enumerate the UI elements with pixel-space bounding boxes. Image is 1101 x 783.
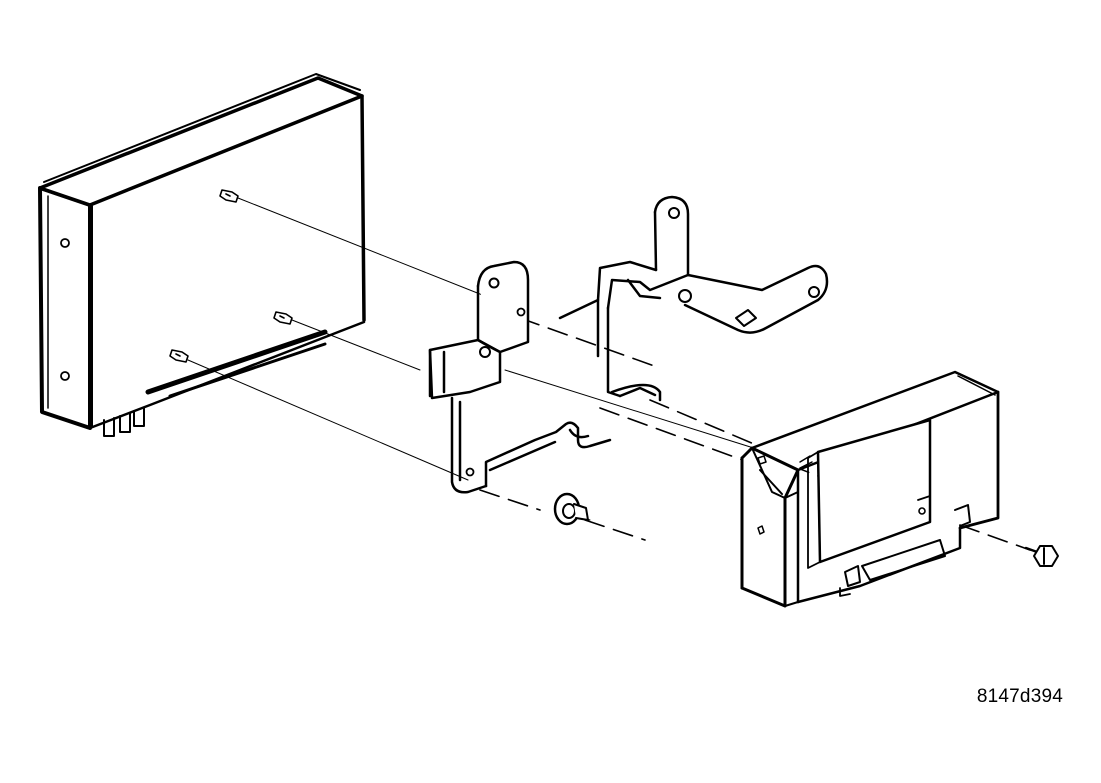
alignment-lines	[187, 197, 761, 521]
rear-bracket	[558, 195, 829, 402]
front-bracket	[428, 260, 612, 494]
figure-code: 8147d394	[976, 686, 1063, 707]
left-module	[38, 73, 366, 437]
right-module	[740, 370, 1000, 608]
mounting-stud-lower	[169, 349, 189, 363]
mounting-stud-middle	[273, 311, 293, 325]
washer-nut	[553, 492, 589, 526]
mounting-bolt	[1024, 545, 1059, 567]
mounting-stud-upper	[219, 189, 239, 203]
